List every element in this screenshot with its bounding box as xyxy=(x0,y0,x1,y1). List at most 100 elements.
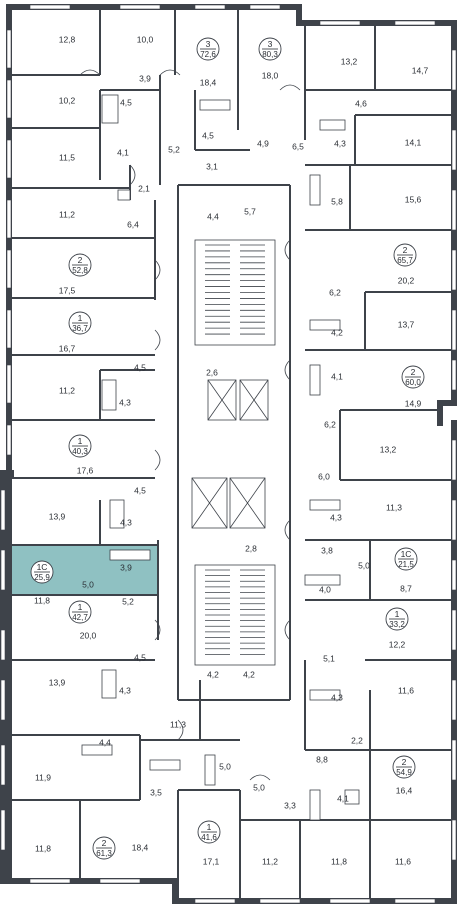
apartment-area: 40,3 xyxy=(72,447,88,456)
room-area: 5,0 xyxy=(82,579,94,589)
room-area: 13,2 xyxy=(341,56,358,66)
room-area: 14,7 xyxy=(412,65,429,75)
room-area: 3,8 xyxy=(321,545,333,555)
apartment-badge[interactable]: 3 80,3 xyxy=(258,37,282,61)
room-area: 4,2 xyxy=(207,669,219,679)
apartment-area: 42,7 xyxy=(72,613,88,622)
room-area: 20,2 xyxy=(398,275,415,285)
room-area: 2,2 xyxy=(351,735,363,745)
room-area: 5,0 xyxy=(358,560,370,570)
apartment-area: 72,6 xyxy=(200,50,216,59)
room-area: 12,2 xyxy=(389,639,406,649)
room-area: 6,0 xyxy=(318,471,330,481)
apartment-badge[interactable]: 2 52,8 xyxy=(68,253,92,277)
room-area: 5,0 xyxy=(253,782,265,792)
apartment-badge[interactable]: 3 72,6 xyxy=(196,37,220,61)
apartment-badge[interactable]: 2 61,3 xyxy=(92,836,116,860)
room-labels: 12,8 10,0 18,4 18,0 13,2 14,7 3,9 10,2 4… xyxy=(34,34,429,866)
room-area: 14,9 xyxy=(405,398,422,408)
apartment-badge[interactable]: 2 65,7 xyxy=(393,243,417,267)
room-area: 6,2 xyxy=(324,419,336,429)
room-area: 11,3 xyxy=(386,502,402,512)
apartment-area: 80,3 xyxy=(262,50,278,59)
room-area: 4,6 xyxy=(355,98,367,108)
room-area: 17,5 xyxy=(59,285,76,295)
room-area: 14,1 xyxy=(405,137,422,147)
room-area: 4,3 xyxy=(119,685,131,695)
room-area: 4,1 xyxy=(337,793,349,803)
room-area: 8,8 xyxy=(316,754,328,764)
apartment-area: 65,7 xyxy=(397,256,413,265)
room-area: 4,4 xyxy=(99,737,111,747)
apartment-badge[interactable]: 1 33,2 xyxy=(385,607,409,631)
apartment-rooms: 2 xyxy=(411,367,416,377)
apartment-rooms: 2 xyxy=(402,757,407,767)
apartment-area: 25,9 xyxy=(34,573,50,582)
room-area: 4,3 xyxy=(120,517,132,527)
room-area: 18,4 xyxy=(200,77,217,87)
room-area: 4,3 xyxy=(331,692,343,702)
room-area: 3,1 xyxy=(206,161,218,171)
room-area: 4,3 xyxy=(119,397,131,407)
apartment-rooms: 1С xyxy=(37,562,48,572)
room-area: 18,0 xyxy=(262,70,279,80)
apartment-badge[interactable]: 1 36,7 xyxy=(68,311,92,335)
room-area: 6,2 xyxy=(329,287,341,297)
room-area: 4,9 xyxy=(257,138,269,148)
room-area: 13,9 xyxy=(49,677,66,687)
room-area: 16,7 xyxy=(59,343,76,353)
apartment-rooms: 3 xyxy=(268,39,273,49)
room-area: 2,1 xyxy=(138,183,150,193)
room-area: 3,9 xyxy=(139,73,151,83)
windows xyxy=(0,4,457,904)
apartment-badge[interactable]: 1 42,7 xyxy=(68,600,92,624)
room-area: 3,5 xyxy=(150,787,162,797)
interior-walls xyxy=(12,10,451,898)
room-area: 11,8 xyxy=(34,595,50,605)
doors xyxy=(79,69,301,781)
room-area: 4,0 xyxy=(319,584,331,594)
room-area: 5,8 xyxy=(331,196,343,206)
room-area: 11,5 xyxy=(59,152,75,162)
room-area: 6,5 xyxy=(292,141,304,151)
room-area: 8,7 xyxy=(400,583,412,593)
apartment-badge[interactable]: 1 41,6 xyxy=(197,820,221,844)
room-area: 4,5 xyxy=(202,130,214,140)
apartment-area: 33,2 xyxy=(389,620,405,629)
room-area: 5,1 xyxy=(323,653,335,663)
room-area: 4,5 xyxy=(134,485,146,495)
room-area: 4,4 xyxy=(207,211,219,221)
apartment-rooms: 1 xyxy=(207,822,212,832)
apartment-area: 41,6 xyxy=(201,833,217,842)
room-area: 17,6 xyxy=(77,465,94,475)
apartment-badge[interactable]: 2 60,0 xyxy=(401,365,425,389)
room-area: 17,1 xyxy=(203,856,220,866)
room-area: 5,7 xyxy=(244,206,256,216)
room-area: 11,3 xyxy=(170,719,186,729)
apartment-badges: 3 72,6 3 80,3 2 52,8 2 65,7 1 36,7 xyxy=(30,37,425,860)
apartment-rooms: 1 xyxy=(395,609,400,619)
room-area: 20,0 xyxy=(80,630,97,640)
room-area: 13,9 xyxy=(49,511,66,521)
apartment-area: 36,7 xyxy=(72,324,88,333)
room-area: 10,2 xyxy=(59,95,76,105)
room-area: 4,2 xyxy=(243,669,255,679)
room-area: 11,6 xyxy=(398,685,414,695)
room-area: 11,6 xyxy=(395,856,411,866)
apartment-badge[interactable]: 2 54,9 xyxy=(392,755,416,779)
room-area: 3,3 xyxy=(284,800,296,810)
apartment-badge[interactable]: 1С 25,9 xyxy=(30,560,54,584)
room-area: 4,5 xyxy=(134,652,146,662)
room-area: 12,8 xyxy=(59,34,76,44)
room-area: 15,6 xyxy=(405,194,422,204)
apartment-area: 52,8 xyxy=(72,266,88,275)
room-area: 11,2 xyxy=(59,385,75,395)
apartment-badge[interactable]: 1С 21,5 xyxy=(394,547,418,571)
room-area: 4,5 xyxy=(134,362,146,372)
room-area: 11,8 xyxy=(35,843,51,853)
room-area: 10,0 xyxy=(137,34,154,44)
apartment-badge[interactable]: 1 40,3 xyxy=(68,434,92,458)
room-area: 4,1 xyxy=(331,371,343,381)
apartment-area: 54,9 xyxy=(396,768,412,777)
